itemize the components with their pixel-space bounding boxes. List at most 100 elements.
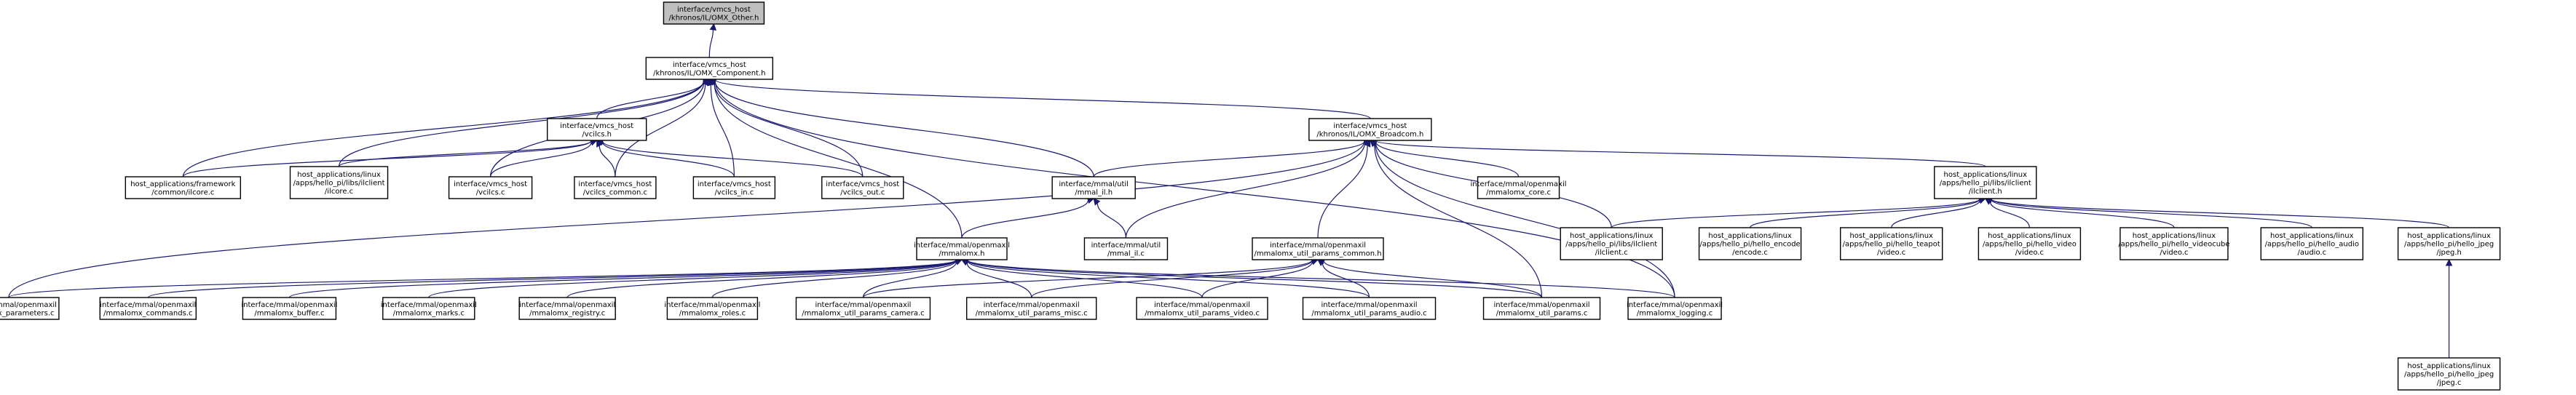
node-label-line: /video.c [2015, 249, 2044, 257]
node-util-params-camera[interactable]: interface/mmal/openmaxil/mmalomx_util_pa… [795, 297, 931, 320]
node-label-line: interface/mmal/openmaxil [1494, 301, 1590, 309]
include-edge-mmalomx_parameters-to-mmalomx_h [8, 259, 957, 298]
node-vcilcs-in[interactable]: interface/vmcs_host/vcilcs_in.c [692, 176, 776, 199]
node-box [666, 297, 759, 320]
include-edge-mmalomx_logging-to-omx_broadcom [1375, 143, 1675, 298]
node-label-line: /ilclient.c [1595, 249, 1628, 257]
node-label-line: /mmal_il.h [1075, 188, 1113, 196]
node-label-line: host_applications/linux [1849, 232, 1933, 240]
node-omx-other[interactable]: interface/vmcs_host/khronos/IL/OMX_Other… [663, 1, 765, 25]
node-videocube-video[interactable]: host_applications/linux/apps/hello_pi/he… [2118, 227, 2230, 260]
node-label-line: /video.c [1877, 249, 1905, 257]
node-mmalomx-core[interactable]: interface/mmal/openmaxil/mmalomx_core.c [1471, 176, 1567, 199]
include-edge-mmalomx_h-to-mmal_il_h [961, 200, 1089, 239]
node-box [382, 297, 475, 320]
node-box [1477, 176, 1560, 199]
include-edge-mmalomx_core-to-omx_broadcom [1375, 141, 1520, 177]
node-label-line: interface/mmal/util [1059, 180, 1129, 188]
node-mmal-il-c[interactable]: interface/mmal/util/mmal_il.c [1083, 237, 1169, 260]
node-jpeg-h[interactable]: host_applications/linux/apps/hello_pi/he… [2397, 227, 2501, 260]
include-edge-ilclient_h-to-omx_broadcom [1375, 140, 1986, 167]
node-box [574, 176, 657, 199]
include-edge-mmalomx_registry-to-mmalomx_h [566, 260, 957, 298]
node-audio-c[interactable]: host_applications/linux/apps/hello_pi/he… [2260, 227, 2363, 260]
node-label-line: interface/vmcs_host [677, 6, 751, 14]
node-label-line: /ilcore.c [325, 188, 353, 196]
node-util-params-c[interactable]: interface/mmal/openmaxil/mmalomx_util_pa… [1482, 297, 1601, 320]
include-edge-mmal_il_c-to-mmal_il_h [1097, 203, 1127, 239]
node-label-line: /mmalomx.h [939, 250, 984, 258]
node-util-params-audio[interactable]: interface/mmal/openmaxil/mmalomx_util_pa… [1302, 297, 1437, 320]
node-hello-video[interactable]: host_applications/linux/apps/hello_pi/he… [1978, 227, 2082, 260]
node-box [1560, 227, 1663, 260]
node-label-line: host_applications/linux [2270, 232, 2354, 240]
include-edge-framework_ilcore-to-vcilcs_h [182, 140, 592, 177]
node-box [1136, 297, 1268, 320]
node-libs-ilcore[interactable]: host_applications/linux/apps/hello_pi/li… [289, 166, 389, 199]
node-label-line: /jpeg.c [2437, 379, 2462, 387]
include-edge-mmalomx_buffer-to-mmalomx_h [288, 259, 957, 298]
node-ilclient-h[interactable]: host_applications/linux/apps/hello_pi/li… [1934, 166, 2037, 199]
node-box [1302, 297, 1437, 320]
node-label-line: /vcilcs_out.c [840, 188, 885, 196]
arrowhead-omx_component-to-omx_other [709, 23, 717, 31]
node-label-line: /apps/hello_pi/libs/ilclient [293, 180, 385, 188]
node-label-line: interface/mmal/openmaxil [1627, 301, 1723, 309]
node-label-line: interface/mmal/openmaxil [1471, 180, 1567, 188]
node-label-line: host_applications/linux [1944, 171, 2028, 179]
node-util-params-video[interactable]: interface/mmal/openmaxil/mmalomx_util_pa… [1136, 297, 1268, 320]
node-label-line: /mmalomx_util_params.c [1496, 309, 1588, 317]
include-edge-mmal_il_h-to-omx_broadcom [1093, 140, 1365, 177]
node-label-line: /audio.c [2297, 249, 2326, 257]
node-vcilcs-common[interactable]: interface/vmcs_host/vcilcs_common.c [574, 176, 657, 199]
node-label-line: /vcilcs.c [476, 188, 505, 196]
node-omx-broadcom[interactable]: interface/vmcs_host/khronos/IL/OMX_Broad… [1308, 118, 1432, 141]
node-ilclient-c[interactable]: host_applications/linux/apps/hello_pi/li… [1560, 227, 1663, 260]
node-jpeg-c[interactable]: host_applications/linux/apps/hello_pi/he… [2397, 357, 2501, 391]
node-box [1083, 237, 1169, 260]
node-mmalomx-logging[interactable]: interface/mmal/openmaxil/mmalomx_logging… [1627, 297, 1723, 320]
include-edge-framework_ilcore-to-omx_component [182, 80, 705, 177]
node-mmal-il-h[interactable]: interface/mmal/util/mmal_il.h [1051, 176, 1136, 199]
node-box [0, 297, 60, 320]
node-mmalomx-roles[interactable]: interface/mmal/openmaxil/mmalomx_roles.c [664, 297, 760, 320]
node-vcilcs-out[interactable]: interface/vmcs_host/vcilcs_out.c [821, 176, 904, 199]
node-box [1308, 118, 1432, 141]
include-edge-mmalomx_parameters-to-omx_broadcom [8, 140, 1365, 298]
node-box [2260, 227, 2363, 260]
node-label-line: interface/mmal/openmaxil [241, 301, 337, 309]
node-label-line: /apps/hello_pi/hello_video [1983, 241, 2077, 249]
node-label-line: interface/mmal/openmaxil [815, 301, 911, 309]
node-mmalomx-h[interactable]: interface/mmal/openmaxil/mmalomx.h [914, 237, 1010, 260]
node-label-line: /khronos/IL/OMX_Other.h [669, 14, 759, 22]
include-edge-vcilcs_common-to-vcilcs_h [598, 145, 616, 177]
include-edge-mmal_il_h-to-omx_component [714, 80, 1094, 177]
edges-layer [8, 23, 2453, 358]
include-edge-mmalomx_roles-to-mmalomx_h [711, 260, 957, 298]
node-vcilcs-c[interactable]: interface/vmcs_host/vcilcs.c [448, 176, 533, 199]
node-mmalomx-registry[interactable]: interface/mmal/openmaxil/mmalomx_registr… [518, 297, 616, 320]
node-box [2119, 227, 2229, 260]
node-mmalomx-parameters[interactable]: interface/mmal/openmaxil/mmalomx_paramet… [0, 297, 60, 320]
node-box [916, 237, 1008, 260]
include-edge-util_params_audio-to-util_params_common_h [1321, 263, 1370, 298]
node-box [99, 297, 197, 320]
node-util-params-common-h[interactable]: interface/mmal/openmaxil/mmalomx_util_pa… [1252, 237, 1384, 260]
node-mmalomx-buffer[interactable]: interface/mmal/openmaxil/mmalomx_buffer.… [241, 297, 337, 320]
include-edge-vcilcs_c-to-vcilcs_h [490, 142, 592, 177]
include-edge-mmalomx_commands-to-mmalomx_h [147, 259, 957, 298]
node-mmalomx-commands[interactable]: interface/mmal/openmaxil/mmalomx_command… [99, 297, 197, 320]
node-box [2397, 357, 2501, 391]
node-teapot-video[interactable]: host_applications/linux/apps/hello_pi/he… [1840, 227, 1943, 260]
node-label-line: /encode.c [1732, 249, 1768, 257]
node-vcilcs-h[interactable]: interface/vmcs_host/vcilcs.h [547, 118, 647, 141]
node-box [1482, 297, 1601, 320]
node-encode-c[interactable]: host_applications/linux/apps/hello_pi/he… [1698, 227, 1802, 260]
node-omx-component[interactable]: interface/vmcs_host/khronos/IL/OMX_Compo… [645, 57, 774, 80]
include-edge-audio_c-to-ilclient_h [1991, 199, 2312, 228]
node-util-params-misc[interactable]: interface/mmal/openmaxil/mmalomx_util_pa… [965, 297, 1097, 320]
node-framework-ilcore[interactable]: host_applications/framework/common/ilcor… [125, 176, 242, 199]
include-edge-util_params_misc-to-util_params_common_h [1031, 260, 1313, 298]
node-mmalomx-marks[interactable]: interface/mmal/openmaxil/mmalomx_marks.c [381, 297, 477, 320]
